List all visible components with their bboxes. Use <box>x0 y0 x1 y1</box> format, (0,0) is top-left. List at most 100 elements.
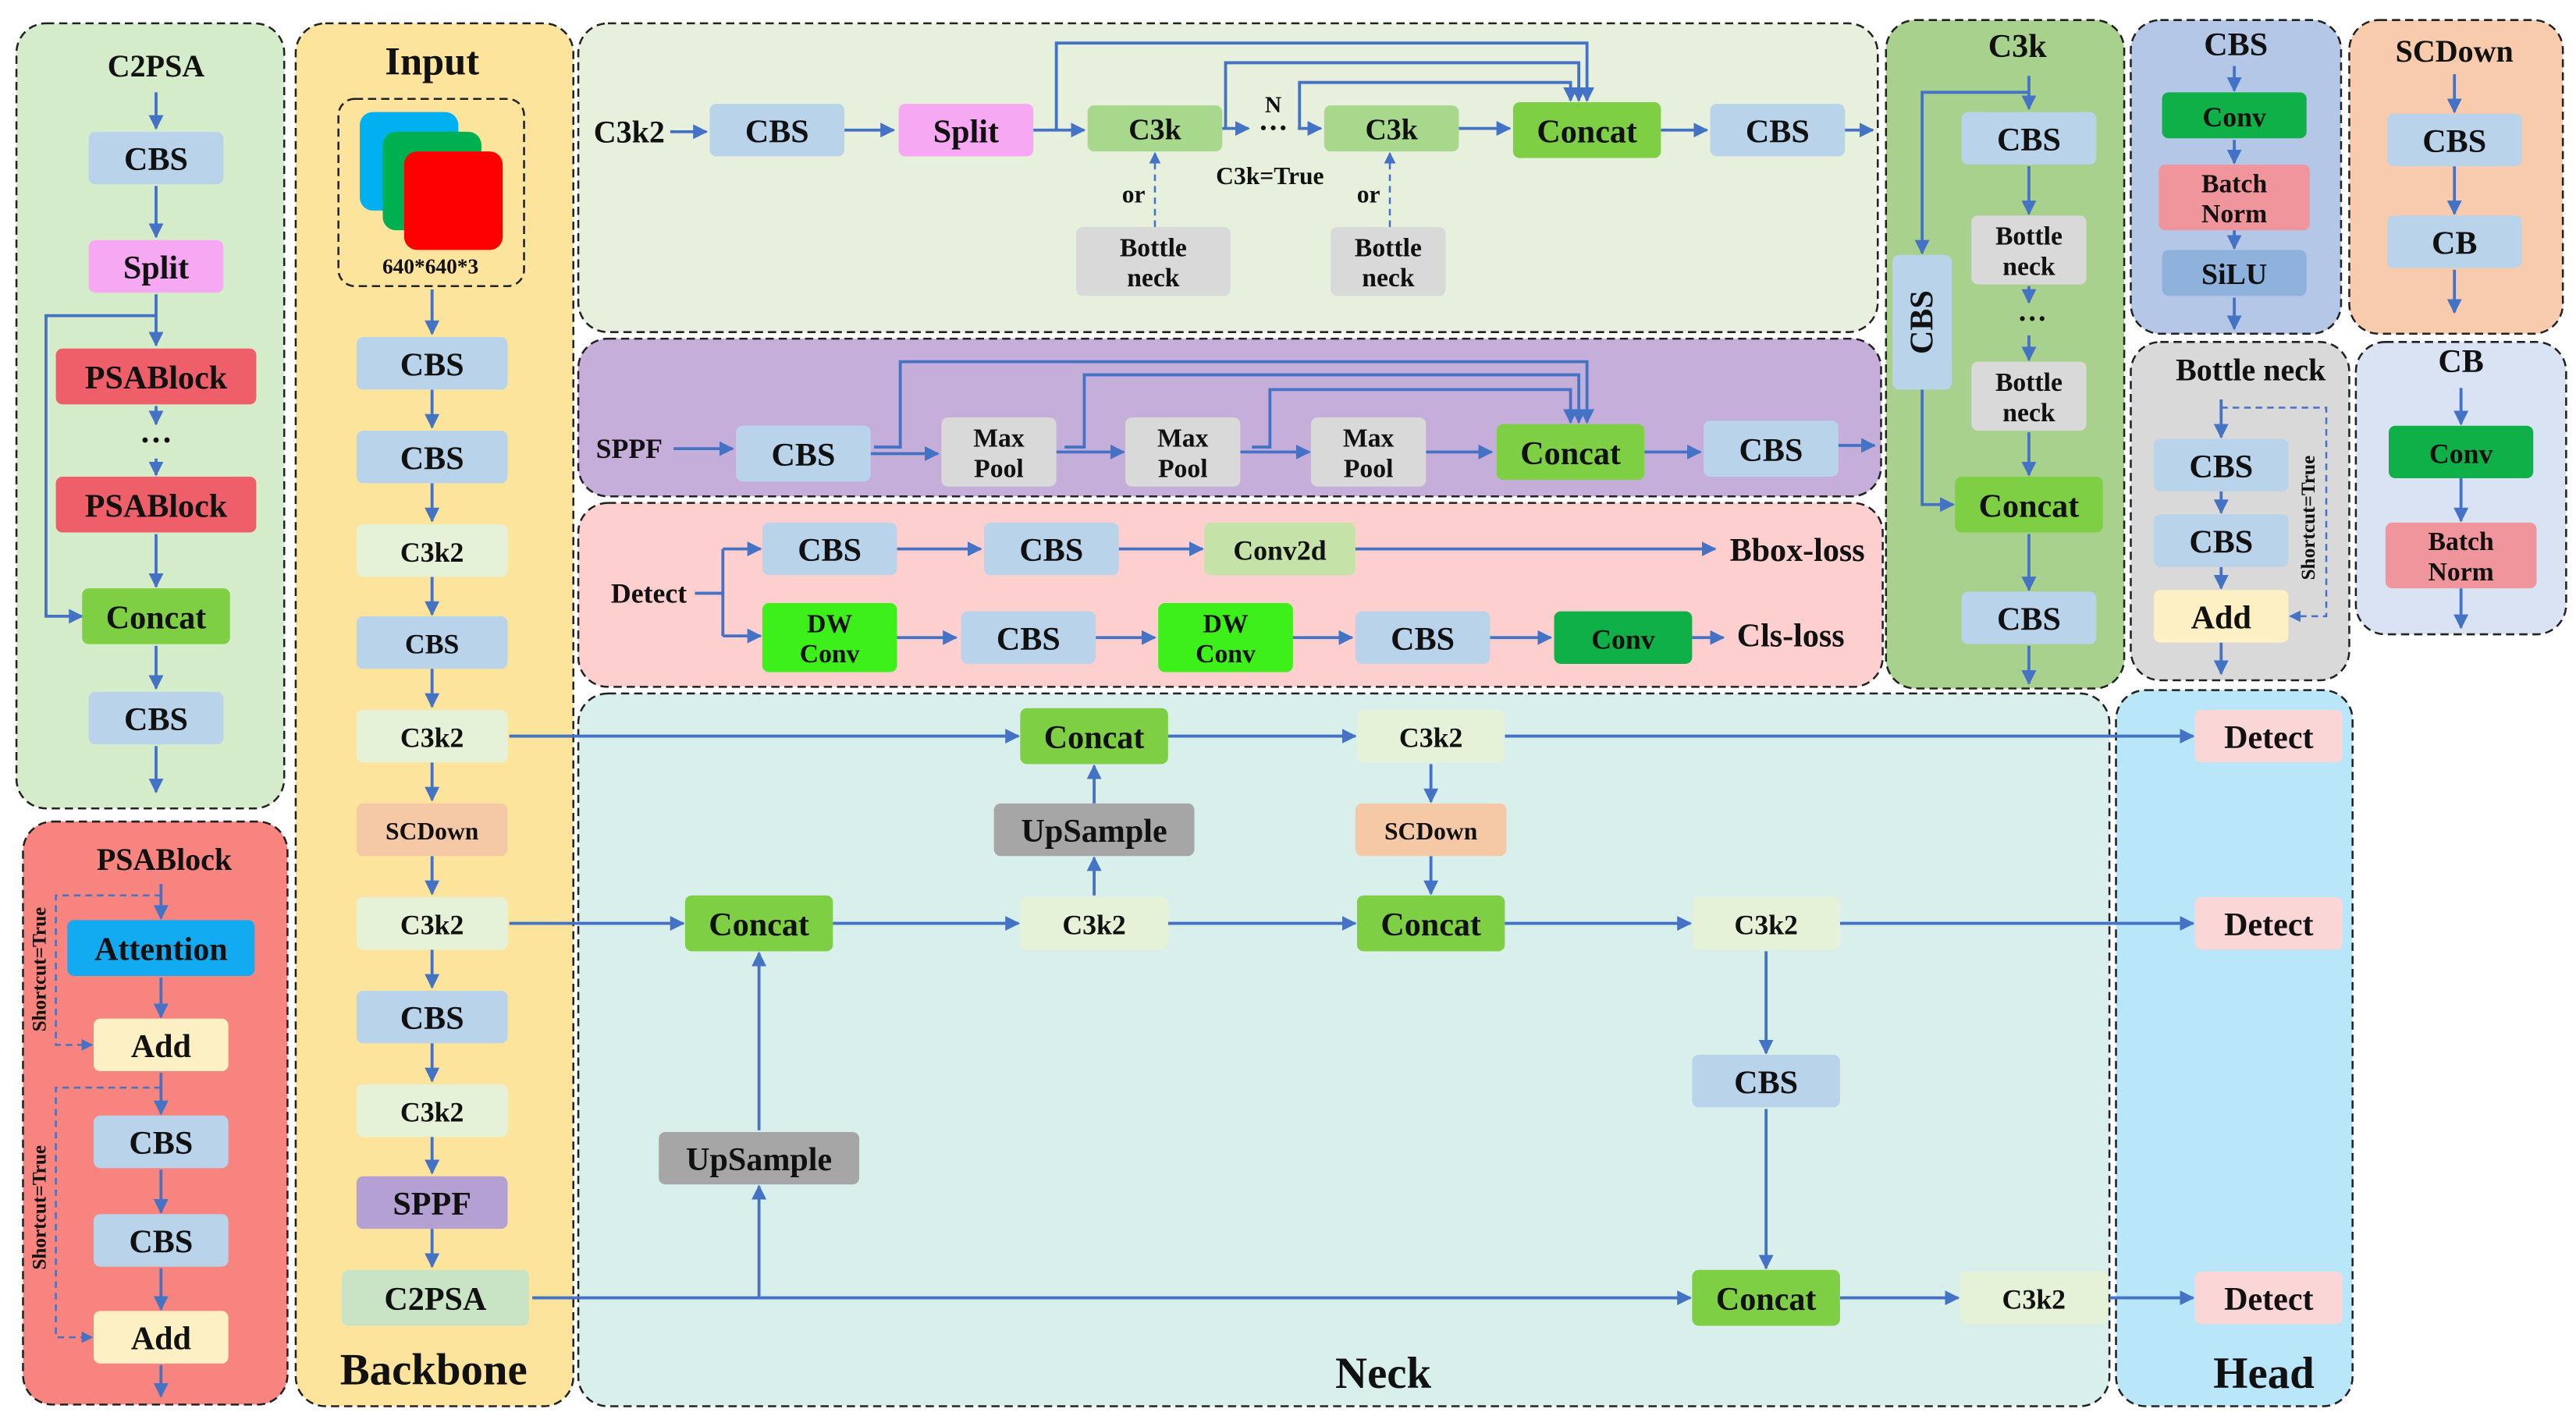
c3k2-concat <box>1512 101 1661 158</box>
det-cbs-1 <box>762 522 897 576</box>
c3k2-or-1: or <box>1122 180 1146 208</box>
c3k2-c3k-1 <box>1087 105 1223 152</box>
backbone-title: Backbone <box>340 1346 528 1395</box>
det-dwconv-2 <box>1158 603 1293 672</box>
neck-scdown <box>1355 803 1507 857</box>
cbs-def-silu <box>2162 250 2307 296</box>
input-frame <box>337 98 525 288</box>
sppf-maxpool-3 <box>1310 417 1427 487</box>
cb-def-batchnorm-label-1: Norm <box>2429 558 2494 587</box>
head-title: Head <box>2213 1349 2314 1398</box>
c3k-cbs-side <box>1892 254 1952 390</box>
bb-cbs-2 <box>356 431 508 484</box>
det-cls-loss: Cls-loss <box>1737 618 1845 655</box>
psablock-add-2-label: Add <box>131 1321 191 1357</box>
c3k2-bottleneck-1 <box>1075 226 1231 296</box>
psablock-shortcut-2: Shortcut=True <box>29 1145 51 1270</box>
c3k2-bottleneck-1-label-1: neck <box>1127 264 1180 293</box>
sppf-maxpool-2-label-1: Pool <box>1158 454 1208 483</box>
bb-cbs-3 <box>356 616 508 669</box>
psablock-add-1 <box>93 1018 229 1072</box>
neck-upsample-1 <box>993 803 1195 857</box>
c2psa-title: C2PSA <box>108 48 205 83</box>
sppf-cbs-1 <box>736 425 871 482</box>
c3k-side-out <box>1920 389 1956 513</box>
cbs-def-conv-label: Conv <box>2202 101 2266 133</box>
c3k-bottleneck-2-label-1: neck <box>2002 399 2055 428</box>
c3k-concat <box>1955 476 2103 533</box>
sppf-maxpool-2 <box>1125 417 1241 487</box>
neck-title: Neck <box>1335 1349 1431 1398</box>
neck-scdown-label: SCDown <box>1384 818 1478 845</box>
c2psa-psablock-2 <box>55 476 257 533</box>
sppf-cbs-2-label: CBS <box>1739 432 1803 469</box>
sppf-skip-2 <box>1064 373 1586 449</box>
c3k2-dots: ··· <box>1259 112 1288 145</box>
c3k2-skip-3 <box>1298 80 1579 129</box>
bottleneck-def-title: Bottle neck <box>2176 353 2326 388</box>
bb-sppf-label: SPPF <box>393 1186 471 1223</box>
c2psa-cbs-1 <box>88 131 224 185</box>
c3k2-c3k-2-label: C3k <box>1365 114 1418 147</box>
bb-c3k2-4 <box>356 1084 508 1137</box>
c3k2-cbs-2 <box>1710 104 1846 157</box>
c2psa-psablock-1 <box>55 348 257 405</box>
bb-sppf <box>356 1176 508 1230</box>
c3k2-bottleneck-1-label-0: Bottle <box>1120 233 1187 262</box>
scdown-def-cb-label: CB <box>2432 225 2477 262</box>
c3k2-cbs-1 <box>709 104 845 157</box>
c3k-cbs-2 <box>1961 591 2097 644</box>
neck-concat-2-label: Concat <box>709 907 809 943</box>
det-conv2d-label: Conv2d <box>1233 535 1326 566</box>
bn-def-shortcut: Shortcut=True <box>2297 456 2319 580</box>
det-dwconv-2-label-1: Conv <box>1196 640 1256 669</box>
c3k2-bottleneck-2-label-1: neck <box>1362 264 1415 293</box>
bb-cbs-4 <box>356 990 508 1044</box>
neck-concat-3-label: Concat <box>1380 907 1481 943</box>
neck-upsample-2 <box>659 1131 860 1185</box>
bn-def-cbs-2 <box>2153 514 2289 567</box>
bb-cbs-3-label: CBS <box>405 629 460 660</box>
psablock-attention <box>67 920 255 976</box>
head-panel <box>2115 689 2354 1407</box>
det-conv-label: Conv <box>1591 623 1655 655</box>
det-cbs-3 <box>961 611 1096 664</box>
c3k-dots: ··· <box>2017 303 2047 335</box>
neck-c3k2-3-label: C3k2 <box>1734 910 1798 941</box>
c2psa-concat <box>82 588 230 644</box>
psablock-title: PSABlock <box>97 842 233 877</box>
c3k2-concat-label: Concat <box>1537 113 1637 150</box>
c3k-cbs-1 <box>1961 112 2097 165</box>
c3k2-cbs-2-label: CBS <box>1746 113 1810 150</box>
psablock-add-1-label: Add <box>131 1028 191 1065</box>
bb-c3k2-1-label: C3k2 <box>400 537 464 568</box>
head-detect-3 <box>2194 1271 2343 1325</box>
det-cbs-1-label: CBS <box>798 532 862 569</box>
neck-c3k2-1 <box>1020 896 1168 950</box>
sppf-cbs-2 <box>1704 421 1839 477</box>
c3k-cbs-1-label: CBS <box>1997 122 2061 158</box>
det-conv2d <box>1204 522 1356 576</box>
det-dwconv-1 <box>762 603 897 672</box>
c3k2-c3k-1-label: C3k <box>1128 114 1181 147</box>
det-cbs-3-label: CBS <box>997 621 1061 658</box>
psablock-cbs-1-label: CBS <box>129 1125 193 1162</box>
c3k-title: C3k <box>1988 28 2047 65</box>
bb-c2psa <box>341 1269 529 1326</box>
sppf-maxpool-3-label-0: Max <box>1343 424 1395 453</box>
input-channel-red <box>403 151 503 250</box>
c2psa-concat-label: Concat <box>106 600 207 637</box>
sppf-maxpool-1-label-1: Pool <box>974 454 1024 483</box>
input-size: 640*640*3 <box>382 254 478 278</box>
sppf-maxpool-3-label-1: Pool <box>1344 454 1394 483</box>
c3k-bottleneck-1 <box>1971 215 2087 285</box>
bb-c3k2-2-label: C3k2 <box>400 722 464 754</box>
neck-c3k2-4-label: C3k2 <box>2002 1284 2066 1315</box>
cbs-def-batchnorm-label-0: Batch <box>2201 169 2267 198</box>
sppf-skip-3 <box>1252 388 1579 449</box>
cb-def-conv-label: Conv <box>2429 438 2493 469</box>
cbs-def-batchnorm <box>2159 164 2310 231</box>
det-dwconv-1-label-0: DW <box>807 610 852 639</box>
